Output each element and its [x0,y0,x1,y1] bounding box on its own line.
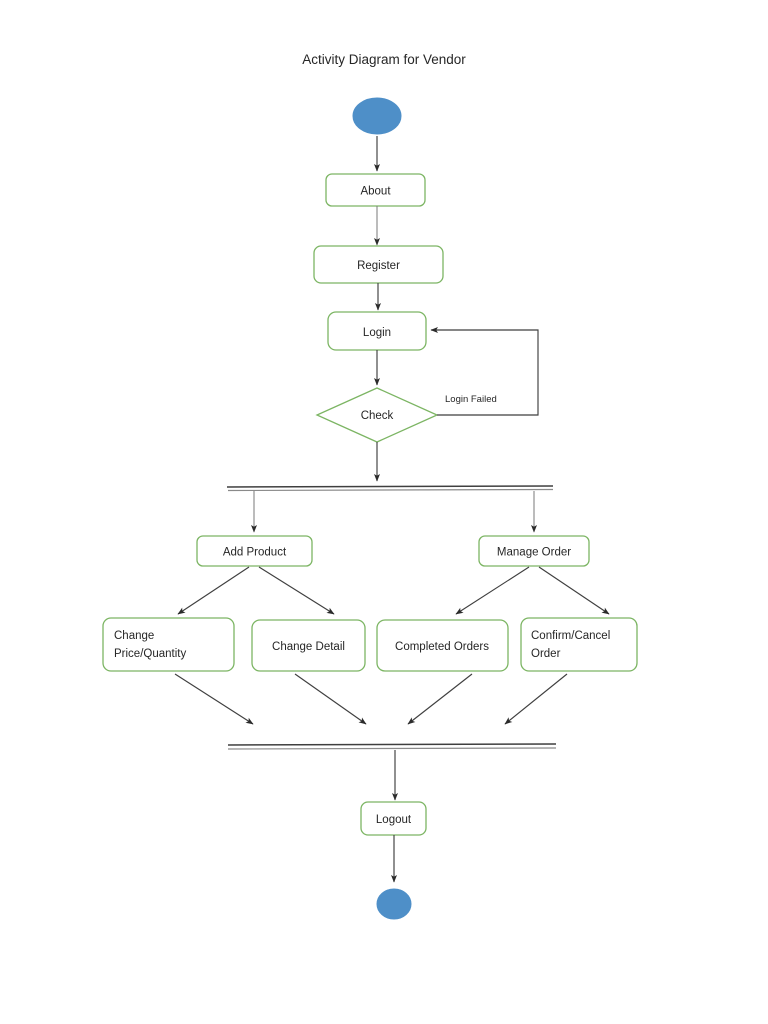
node-completed-orders[interactable]: Completed Orders [376,619,509,672]
node-confirm-cancel-order-label-line1: Confirm/Cancel [531,630,610,642]
node-logout-label: Logout [376,814,412,826]
node-login-label: Login [363,327,391,339]
node-confirm-cancel-order-label-line2: Order [531,648,561,660]
edge-label-login-failed: Login Failed [445,394,497,405]
node-about[interactable]: About [325,173,426,207]
final-node[interactable] [376,888,412,920]
edge-add-product-to-change-detail [258,566,335,615]
node-confirm-cancel-order[interactable]: Confirm/Cancel Order [520,617,638,672]
node-register-label: Register [357,260,400,272]
node-check-label: Check [361,410,394,422]
node-check[interactable]: Check [315,387,439,443]
node-change-detail-label: Change Detail [272,641,345,653]
node-add-product[interactable]: Add Product [196,535,313,567]
edge-add-product-to-change-price-quantity [177,566,250,615]
node-add-product-label: Add Product [223,547,287,559]
node-login[interactable]: Login [327,311,427,351]
node-about-label: About [360,186,391,198]
page-title: Activity Diagram for Vendor [302,52,466,67]
initial-node[interactable] [352,97,402,135]
node-change-price-quantity-label-line2: Price/Quantity [114,648,186,660]
edge-confirm-cancel-order-to-join [504,673,568,725]
node-logout[interactable]: Logout [360,801,427,836]
edge-change-detail-to-join [294,673,367,725]
edge-manage-order-to-confirm-cancel-order [538,566,610,615]
join-bar[interactable] [227,743,557,750]
edge-check-to-login-failed [430,327,539,416]
node-manage-order[interactable]: Manage Order [478,535,590,567]
node-change-price-quantity[interactable]: Change Price/Quantity [102,617,235,672]
edge-change-price-quantity-to-join [174,673,254,725]
edge-completed-orders-to-join [407,673,473,725]
edge-manage-order-to-completed-orders [455,566,530,615]
node-register[interactable]: Register [313,245,444,284]
fork-bar[interactable] [226,485,554,492]
node-manage-order-label: Manage Order [497,547,571,559]
node-change-detail[interactable]: Change Detail [251,619,366,672]
node-completed-orders-label: Completed Orders [395,641,489,653]
node-change-price-quantity-label-line1: Change [114,630,154,642]
